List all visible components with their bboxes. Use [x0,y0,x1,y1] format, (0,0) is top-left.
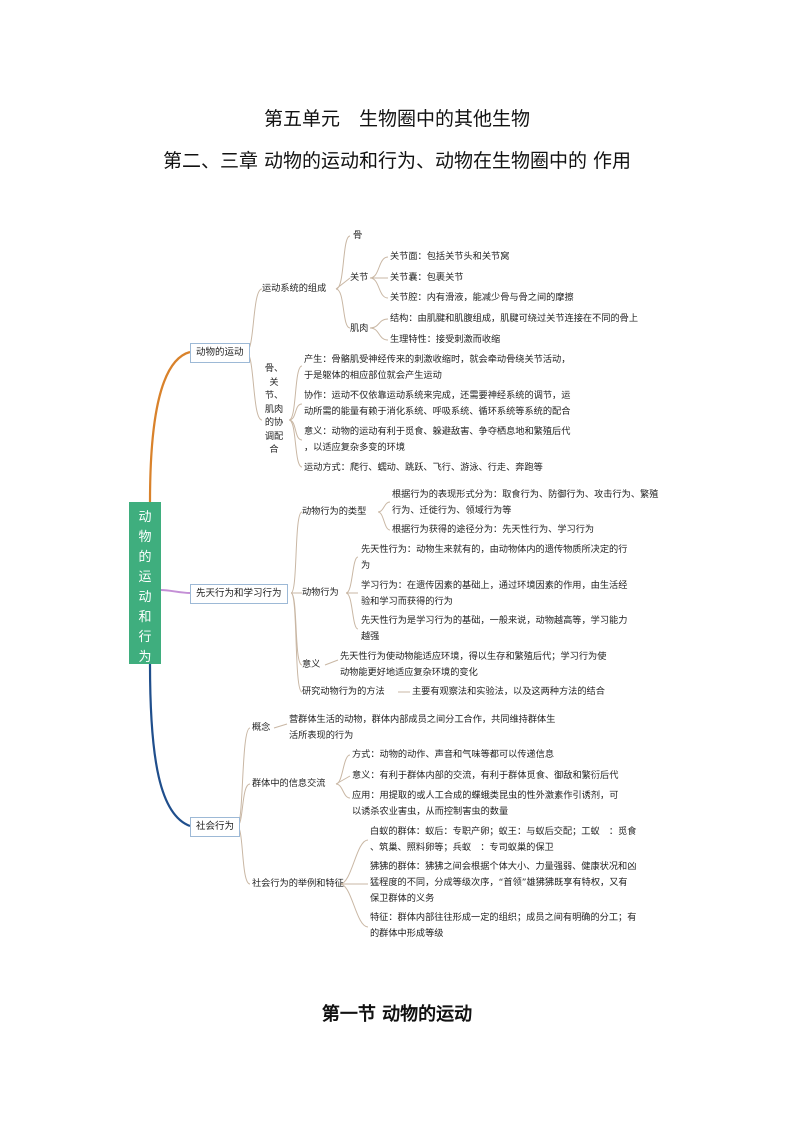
node-innate-line1: 先天性行为：动物生来就有的，由动物体内的遗传物质所决定的行 [361,544,628,555]
node-joint: 关节 [350,272,369,283]
node-termite-line1: 白蚁的群体：蚁后：专职产卵；蚁王：与蚁后交配；工蚁 ：觅食 [370,826,637,837]
node-research-method: 研究动物行为的方法 [302,686,385,697]
node-muscle-property: 生理特性：接受刺激而收缩 [390,334,501,345]
section-title: 第一节 动物的运动 [321,1004,473,1025]
node-behavior-types: 动物行为的类型 [302,506,367,517]
chapter-title: 第二、三章 动物的运动和行为、动物在生物圈中的 作用 [162,150,632,172]
node-basis-line1: 先天性行为是学习行为的基础，一般来说，动物越高等，学习能力 [361,615,628,626]
node-cooperate-line2: 动所需的能量有赖于消化系统、呼吸系统、循环系统等系统的配合 [304,406,571,417]
node-muscle: 肌肉 [350,323,369,334]
node-type-origin: 根据行为获得的途径分为：先天性行为、学习行为 [392,524,595,535]
node-joint-cavity: 关节腔：内有滑液，能减少骨与骨之间的摩擦 [390,292,574,303]
node-coordination: 骨、关节、肌肉的协调配合 [264,363,284,455]
branch-innate-learned: 先天行为和学习行为 [190,584,288,604]
root-node: 动物的运动和行为 [129,502,161,665]
node-movement-modes: 运动方式：爬行、蠕动、跳跃、飞行、游泳、行走、奔跑等 [304,462,543,473]
node-baboon-line3: 保卫群体的义务 [370,893,435,904]
node-research-method-text: 主要有观察法和实验法，以及这两种方法的结合 [412,686,605,697]
node-info-meaning: 意义：有利于群体内部的交流，有利于群体觅食、御敌和繁衍后代 [352,770,619,781]
node-concept: 概念 [252,722,271,733]
node-produce-line1: 产生：骨骼肌受神经传来的刺激收缩时，就会牵动骨绕关节活动， [304,354,571,365]
node-feature-line1: 特征：群体内部往往形成一定的组织；成员之间有明确的分工；有 [370,912,637,923]
node-bone: 骨 [353,230,363,241]
node-animal-behavior: 动物行为 [302,587,339,598]
node-concept-line2: 活所表现的行为 [289,730,354,741]
node-meaning-line2: ，以适应复杂多变的环境 [304,442,406,453]
node-type-form-line2: 行为、迁徙行为、领域行为等 [392,505,512,516]
node-info-app-line2: 以诱杀农业害虫，从而控制害虫的数量 [352,806,509,817]
node-meaning-line1: 意义：动物的运动有利于觅食、躲避敌害、争夺栖息地和繁殖后代 [304,426,571,437]
node-type-form-line1: 根据行为的表现形式分为：取食行为、防御行为、攻击行为、繁殖 [392,489,659,500]
node-joint-surface: 关节面：包括关节头和关节窝 [390,251,510,262]
node-motor-system: 运动系统的组成 [262,283,327,294]
node-feature-line2: 的群体中形成等级 [370,928,444,939]
node-examples-features: 社会行为的举例和特征 [252,878,344,889]
node-learned-line2: 验和学习而获得的行为 [361,596,453,607]
node-joint-capsule: 关节囊：包裹关节 [390,272,464,283]
node-learned-line1: 学习行为：在遗传因素的基础上，通过环境因素的作用，由生活经 [361,580,628,591]
node-innate-line2: 为 [361,560,371,571]
branch-social-behavior: 社会行为 [190,817,241,837]
node-concept-line1: 营群体生活的动物，群体内部成员之间分工合作，共同维持群体生 [289,714,556,725]
node-termite-line2: 、筑巢、照料卵等；兵蚁 ：专司蚁巢的保卫 [370,842,554,853]
node-baboon-line1: 狒狒的群体：狒狒之间会根据个体大小、力量强弱、健康状况和凶 [370,861,637,872]
node-muscle-structure: 结构：由肌腱和肌腹组成，肌腱可绕过关节连接在不同的骨上 [390,313,639,324]
node-info-way: 方式：动物的动作、声音和气味等都可以传递信息 [352,749,555,760]
node-info-exchange: 群体中的信息交流 [252,778,326,789]
node-significance: 意义 [302,659,321,670]
branch-animal-movement: 动物的运动 [190,343,250,363]
node-basis-line2: 越强 [361,631,380,642]
node-significance-line2: 动物能更好地适应复杂环境的变化 [340,667,478,678]
node-significance-line1: 先天性行为使动物能适应环境，得以生存和繁殖后代；学习行为使 [340,651,607,662]
node-cooperate-line1: 协作：运动不仅依靠运动系统来完成，还需要神经系统的调节，运 [304,390,571,401]
node-info-app-line1: 应用：用提取的或人工合成的蝶蛾类昆虫的性外激素作引诱剂，可 [352,790,619,801]
unit-title: 第五单元 生物圈中的其他生物 [263,108,530,130]
node-produce-line2: 于是躯体的相应部位就会产生运动 [304,370,442,381]
node-baboon-line2: 猛程度的不同，分成等级次序，“首领”雄狒狒既享有特权，又有 [370,877,628,888]
